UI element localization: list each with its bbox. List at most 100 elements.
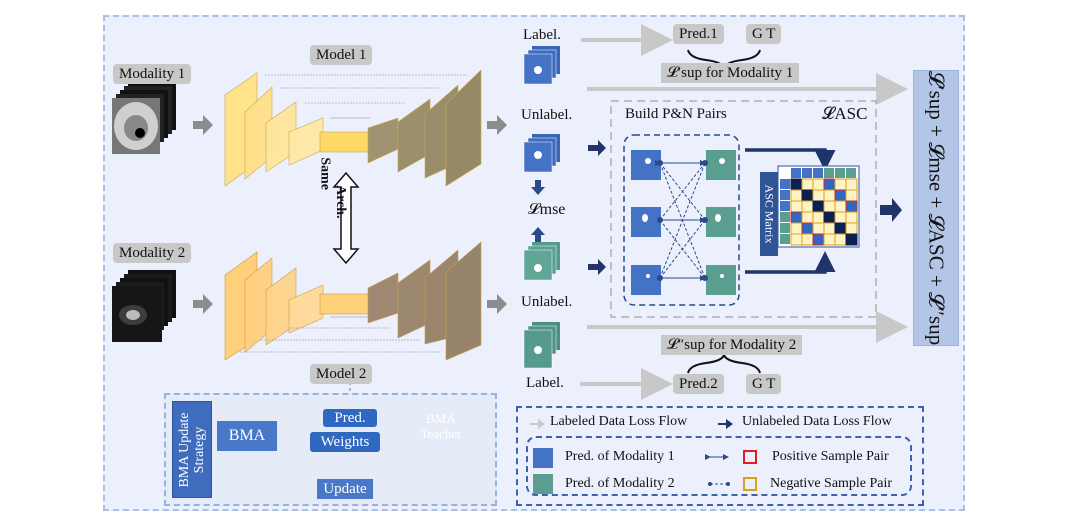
matrix-row-header-cell (780, 201, 790, 211)
legend-pred-mod2: Pred. of Modality 2 (565, 476, 675, 491)
matrix-row-header-cell (780, 223, 790, 233)
sup-loss-modality-1: 𝓛′sup for Modality 1 (661, 63, 800, 83)
modality-2-label: Modality 2 (113, 243, 192, 263)
matrix-header-cell (846, 168, 856, 178)
model-1-label: Model 1 (310, 45, 373, 65)
arch-same-double-arrow (332, 171, 360, 265)
pair-connections (655, 160, 708, 281)
matrix-header-cell (824, 168, 834, 178)
matrix-cell (790, 178, 803, 191)
matrix-cell (845, 233, 858, 246)
matrix-cell (823, 233, 836, 246)
pred-stack-label-top (523, 46, 560, 85)
legend-positive-pair: Positive Sample Pair (772, 449, 889, 464)
matrix-cell (845, 211, 858, 224)
unlabel-bottom-text: Unlabel. (521, 294, 573, 310)
matrix-cell (790, 200, 803, 213)
matrix-cell (790, 233, 803, 246)
total-loss-formula: 𝓛′sup + 𝓛mse + 𝓛ASC + 𝓛″sup (924, 70, 949, 346)
matrix-cell (801, 178, 814, 191)
legend-labeled-flow: Labeled Data Loss Flow (550, 414, 688, 429)
pred-2-tag: Pred.2 (673, 374, 724, 394)
matrix-cell (845, 189, 858, 202)
matrix-cell (834, 222, 847, 235)
matrix-cell (823, 189, 836, 202)
matrix-cell (845, 200, 858, 213)
matrix-cell (801, 200, 814, 213)
matrix-header-cell (791, 168, 801, 178)
matrix-cell (812, 200, 825, 213)
matrix-cell (845, 222, 858, 235)
matrix-cell (823, 222, 836, 235)
weights-box: Weights (310, 432, 380, 452)
matrix-cell (801, 211, 814, 224)
input-arrows (193, 115, 507, 314)
matrix-header-cell (802, 168, 812, 178)
model-2-unet (224, 241, 482, 361)
build-pairs-title: Build P&N Pairs (625, 106, 727, 122)
matrix-cell (823, 178, 836, 191)
matrix-cell (812, 178, 825, 191)
matrix-cell (812, 222, 825, 235)
legend-negative-pair: Negative Sample Pair (770, 476, 893, 491)
matrix-cell (812, 211, 825, 224)
bma-teacher-label: BMA Teacher (420, 411, 462, 441)
model-1-unet (224, 69, 482, 187)
pred-stack-label-bottom (523, 322, 560, 369)
gt-bottom-tag: G T (746, 374, 782, 394)
pair-squares (631, 150, 736, 295)
matrix-input-arrows (745, 148, 836, 274)
pred-1-tag: Pred.1 (673, 24, 724, 44)
matrix-row-header-cell (780, 179, 790, 189)
legend (516, 406, 924, 506)
matrix-cell (834, 211, 847, 224)
unlabeled-flow-arrows (588, 140, 902, 275)
total-loss-box: 𝓛′sup + 𝓛mse + 𝓛ASC + 𝓛″sup (913, 70, 959, 346)
label-bottom-text: Label. (526, 375, 564, 391)
same-label: Same (317, 157, 333, 190)
matrix-cell (834, 178, 847, 191)
matrix-cell (834, 189, 847, 202)
matrix-cell (834, 200, 847, 213)
matrix-cell (801, 222, 814, 235)
matrix-cell (801, 189, 814, 202)
gt-top-tag: G T (746, 24, 782, 44)
modality-1-label: Modality 1 (113, 64, 192, 84)
matrix-cell (812, 189, 825, 202)
bma-box: BMA (217, 421, 277, 451)
matrix-cell (801, 233, 814, 246)
legend-inner-box (526, 436, 912, 496)
matrix-row-header-cell (780, 212, 790, 222)
matrix-header-cell (835, 168, 845, 178)
matrix-cell (790, 222, 803, 235)
unlabel-top-text: Unlabel. (521, 107, 573, 123)
pred-box: Pred. (323, 409, 377, 427)
asc-matrix (777, 165, 860, 248)
bma-strategy-label-box: BMA Update Strategy (172, 401, 212, 498)
mse-arrows (531, 180, 545, 242)
model-2-label: Model 2 (310, 364, 373, 384)
pred-stack-unlabel-top (523, 134, 560, 173)
legend-pred-mod1: Pred. of Modality 1 (565, 449, 675, 464)
modality-2-image-stack (112, 270, 176, 342)
legend-unlabeled-flow: Unlabeled Data Loss Flow (742, 414, 892, 429)
matrix-header-cell (813, 168, 823, 178)
asc-matrix-label-box: ASC Matrix (760, 172, 778, 256)
matrix-cell (790, 189, 803, 202)
pairs-box-border (623, 134, 740, 306)
labeled-flow-lines (580, 24, 908, 400)
matrix-cell (845, 178, 858, 191)
sup-loss-modality-2: 𝓛″sup for Modality 2 (661, 335, 803, 355)
brace-bottom (687, 351, 761, 374)
legend-symbols (530, 419, 757, 494)
arch-label: Arch. (333, 185, 348, 219)
matrix-row-header-cell (780, 190, 790, 200)
matrix-row-header-cell (780, 234, 790, 244)
matrix-cell (812, 233, 825, 246)
matrix-cell (790, 211, 803, 224)
asc-panel-border (610, 100, 877, 318)
modality-1-image-stack (112, 82, 176, 154)
asc-loss-label: 𝓛ASC (822, 104, 868, 123)
mse-loss-label: 𝓛mse (528, 201, 566, 218)
